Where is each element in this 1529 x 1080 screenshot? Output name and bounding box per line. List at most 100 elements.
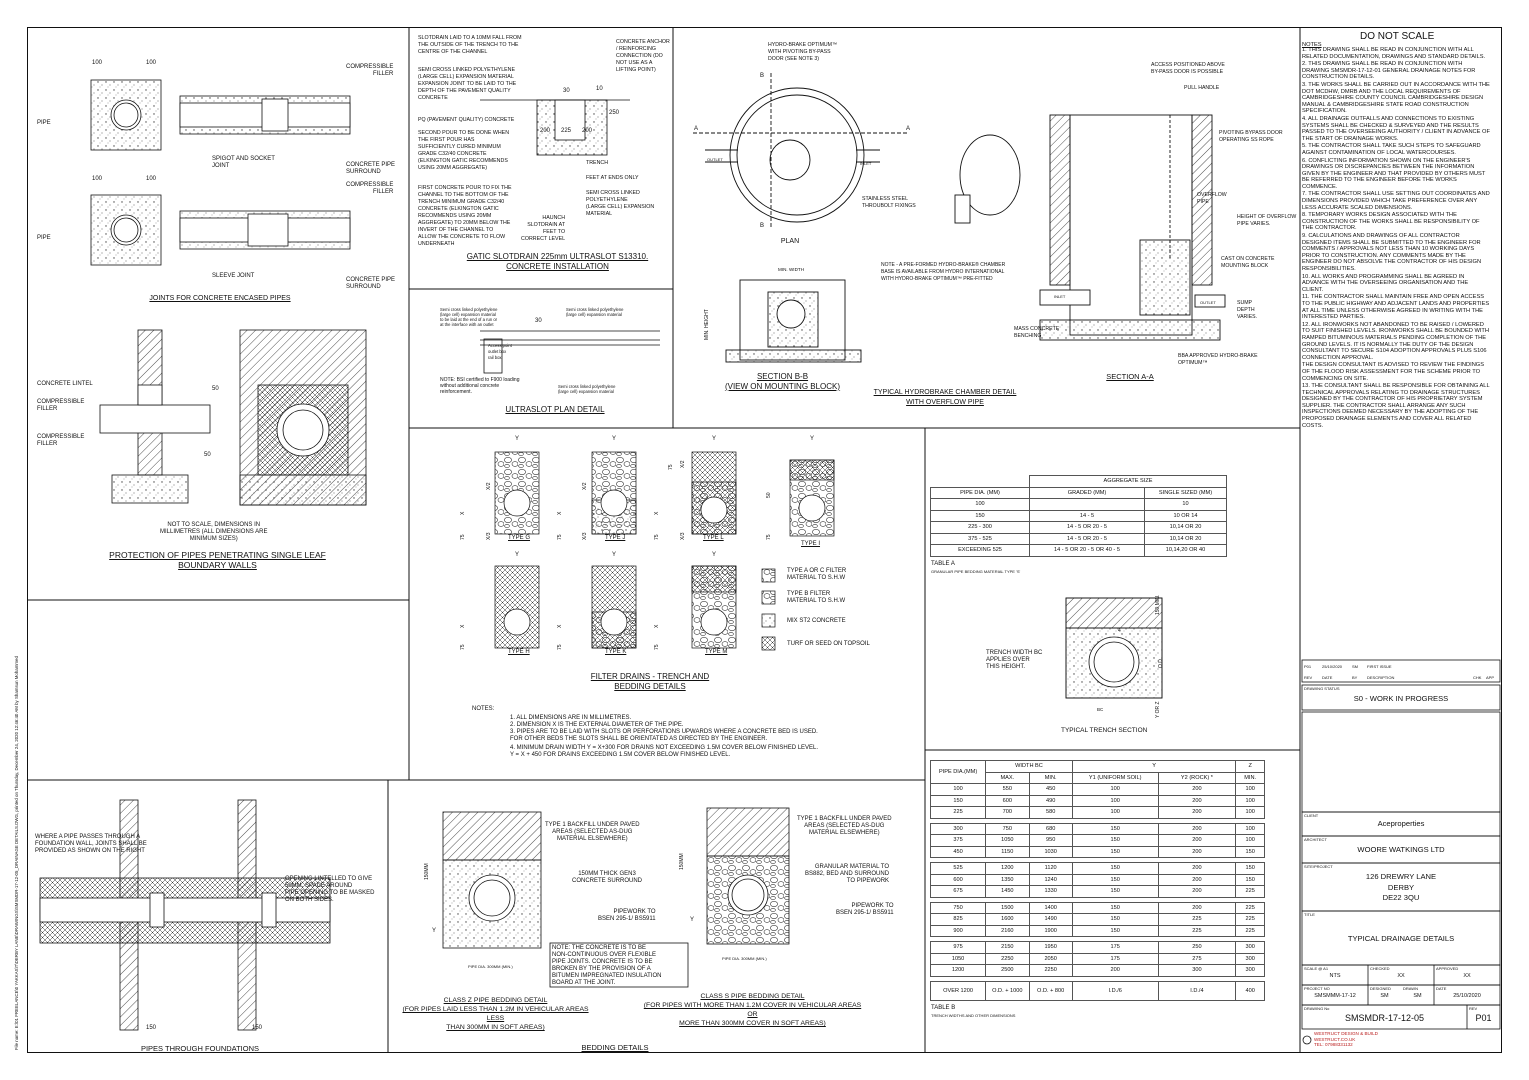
table-cell: 1350: [985, 873, 1030, 886]
dim-label: 75: [654, 534, 660, 540]
filter-type-label: TYPE L: [703, 535, 724, 541]
dim-label: 4: [1118, 628, 1121, 634]
note-item: 4. ALL DRAINAGE OUTFALLS AND CONNECTIONS…: [1302, 115, 1490, 142]
dim-label: 75: [460, 644, 466, 650]
note-item: 1. THIS DRAWING SHALL BE READ IN CONJUNC…: [1302, 47, 1486, 60]
table-cell: 825: [929, 913, 987, 926]
surround-label: CONCRETE PIPE SURROUND: [346, 277, 396, 290]
ultraslot-title: ULTRASLOT PLAN DETAIL: [505, 405, 605, 414]
drawn-by: SM: [1413, 993, 1422, 999]
table-cell: 580: [1028, 806, 1073, 819]
dim-label: 225: [561, 128, 572, 134]
table-b-header: Y: [1071, 760, 1237, 773]
table-cell: 150: [1071, 885, 1159, 898]
table-cell: 200: [1071, 964, 1159, 977]
dim-label: 75: [766, 534, 772, 540]
field-label: DATE: [1436, 986, 1447, 991]
table-a-header: GRADED (MM): [1029, 486, 1145, 499]
dim-label: 150 MIN.: [1155, 594, 1161, 615]
table-cell: 14 - 5 OR 20 - 5: [1029, 521, 1145, 534]
field-label: APPROVED: [1436, 966, 1459, 971]
scale-value: NTS: [1329, 973, 1341, 979]
dim-label: X: [654, 511, 660, 515]
table-cell: 100: [1235, 783, 1265, 796]
section-bb-title: SECTION B-B (VIEW ON MOUNTING BLOCK): [724, 372, 841, 391]
cast-label: CAST ON CONCRETE MOUNTING BLOCK: [1221, 256, 1275, 269]
table-cell: 200: [1157, 783, 1237, 796]
table-cell: 550: [985, 783, 1030, 796]
width-y-label: Y: [712, 552, 717, 558]
table-cell: 100: [930, 498, 1030, 511]
drawing-number: SMSMDR-17-12-05: [1344, 1013, 1425, 1023]
dim-label: 10: [596, 86, 603, 92]
bba-label: BBA APPROVED HYDRO-BRAKE OPTIMUM™: [1178, 353, 1258, 366]
table-cell: 375: [929, 834, 987, 847]
table-cell: 10: [1144, 498, 1227, 511]
table-cell: 200: [1157, 834, 1237, 847]
bedding-dim: PIPE DIA. 300MM (MIN.): [722, 956, 767, 961]
table-cell: 300: [1235, 941, 1265, 954]
checked-value: XX: [1397, 973, 1405, 979]
bedding-dim: Y: [432, 928, 437, 934]
overflow-height-label: HEIGHT OF OVERFLOW PIPE VARIES.: [1237, 214, 1297, 227]
revision-cell: P01: [1304, 664, 1312, 669]
stainless-label: STAINLESS STEEL THROUBOLT FIXINGS: [862, 196, 916, 209]
bedding-note: 150MM THICK GEN3 CONCRETE SURROUND: [572, 871, 643, 884]
width-y-label: Y: [515, 552, 520, 558]
revision-cell: FIRST ISSUE: [1367, 664, 1392, 669]
pipe-label: PIPE: [37, 120, 51, 126]
revision-cell: SM: [1352, 664, 1358, 669]
dim-label: 30: [563, 88, 570, 94]
table-cell: O.D. + 1000: [985, 980, 1030, 1001]
table-cell: 450: [929, 845, 987, 858]
table-cell: 2150: [985, 941, 1030, 954]
min-height-label: MIN. HEIGHT: [704, 309, 710, 340]
table-cell: I.D./4: [1157, 980, 1237, 1001]
note-item: 5. THE CONTRACTOR SHALL TAKE SUCH STEPS …: [1302, 143, 1481, 156]
lintel-label: CONCRETE LINTEL: [37, 381, 93, 387]
table-cell: 250: [1157, 941, 1237, 954]
filter-type-label: TYPE J: [605, 535, 626, 541]
filter-type-label: TYPE K: [605, 649, 627, 655]
table-cell: 750: [985, 822, 1030, 835]
table-cell: 2160: [985, 924, 1030, 937]
table-b-header: Z: [1235, 760, 1265, 773]
table-cell: 1050: [929, 952, 987, 965]
hydro-note: HYDRO-BRAKE OPTIMUM™ WITH PIVOTING BY-PA…: [768, 42, 838, 62]
note-item: 12. ALL IRONWORKS NOT ABANDONED TO BE RA…: [1302, 321, 1489, 361]
table-cell: O.D. + 800: [1028, 980, 1073, 1001]
table-cell: 525: [929, 862, 987, 875]
filler-label: COMPRESSIBLE FILLER: [346, 64, 394, 77]
table-cell: 200: [1157, 822, 1237, 835]
sump-label: SUMP DEPTH VARIES.: [1237, 300, 1258, 320]
revision-header: CHK: [1473, 675, 1482, 680]
dim-label: 200: [540, 128, 551, 134]
note-item: 2. THIS DRAWING SHALL BE READ IN CONJUNC…: [1302, 61, 1476, 81]
filter-title: FILTER DRAINS - TRENCH AND BEDDING DETAI…: [590, 672, 710, 691]
table-cell: 1050: [985, 834, 1030, 847]
table-cell: 450: [1028, 783, 1073, 796]
slotdrain-note: SLOTDRAIN LAID TO A 10MM FALL FROM THE O…: [418, 35, 522, 55]
field-label: DRAWING No: [1304, 1006, 1330, 1011]
bedding-note: GRANULAR MATERIAL TO BS882, BED AND SURR…: [805, 864, 890, 884]
table-cell: 300: [1157, 964, 1237, 977]
table-a: AGGREGATE SIZE PIPE DIA. (MM) GRADED (MM…: [930, 475, 1227, 557]
note-item: 9. CALCULATIONS AND DRAWINGS OF ALL CONT…: [1302, 233, 1482, 272]
table-a-header: PIPE DIA. (MM): [930, 486, 1030, 499]
spigot-label: SPIGOT AND SOCKET JOINT: [212, 156, 275, 169]
field-label: SITE/PROJECT: [1304, 864, 1333, 869]
table-cell: 1120: [1028, 862, 1073, 875]
table-cell: 150: [1071, 873, 1159, 886]
legend-label: TURF OR SEED ON TOPSOIL: [787, 641, 870, 647]
table-cell: 2250: [985, 952, 1030, 965]
filler-label: COMPRESSIBLE FILLER: [37, 399, 85, 412]
table-b-header: PIPE DIA.(MM): [929, 760, 987, 784]
slotdrain-note: PQ (PAVEMENT QUALITY) CONCRETE: [418, 117, 515, 123]
drawing-title: TYPICAL DRAINAGE DETAILS: [1347, 934, 1455, 943]
table-cell: 150: [1071, 862, 1159, 875]
table-cell: 900: [929, 924, 987, 937]
